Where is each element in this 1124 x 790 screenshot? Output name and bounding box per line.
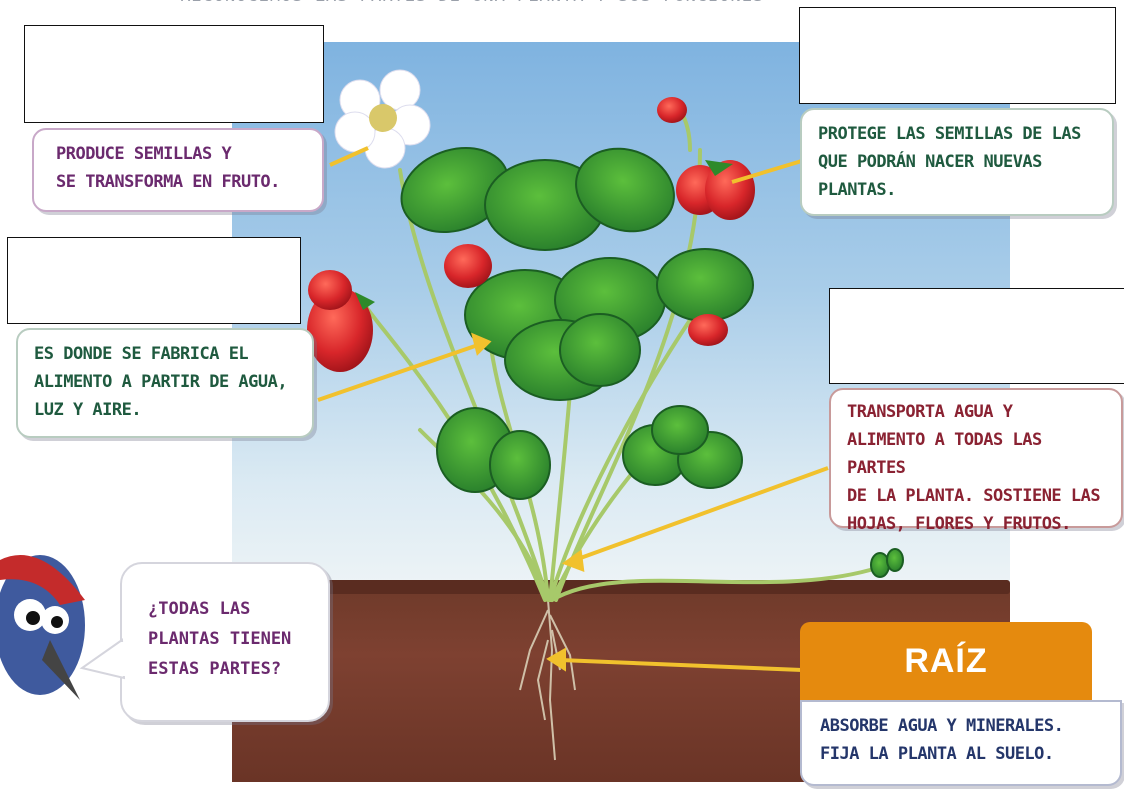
bird-mascot xyxy=(0,555,85,700)
flower-description: PRODUCE SEMILLAS Y SE TRANSFORMA EN FRUT… xyxy=(32,128,324,212)
pointer-arrows xyxy=(317,146,829,672)
question-speech-bubble: ¿TODAS LAS PLANTAS TIENEN ESTAS PARTES? xyxy=(120,562,330,722)
stem-description: TRANSPORTA AGUA Y ALIMENTO A TODAS LAS P… xyxy=(829,388,1123,534)
blank-label-flower[interactable] xyxy=(24,25,324,123)
root-title: RAÍZ xyxy=(800,622,1092,700)
root-description: ABSORBE AGUA Y MINERALES. FIJA LA PLANTA… xyxy=(800,700,1122,786)
blank-label-fruit[interactable] xyxy=(799,7,1116,104)
fruit-description: PROTEGE LAS SEMILLAS DE LAS QUE PODRÁN N… xyxy=(800,108,1114,216)
blank-label-leaf[interactable] xyxy=(7,237,301,324)
strawberry-flower xyxy=(334,69,431,169)
leaf-description: ES DONDE SE FABRICA EL ALIMENTO A PARTIR… xyxy=(16,328,314,438)
roots xyxy=(519,599,576,761)
strawberries xyxy=(307,97,755,372)
soil-surface xyxy=(232,580,1010,594)
page-heading: RECONOCEMOS LAS PARTES DE UNA PLANTA Y S… xyxy=(180,0,1040,10)
blank-label-stem[interactable] xyxy=(829,288,1124,384)
leaves xyxy=(400,146,904,578)
